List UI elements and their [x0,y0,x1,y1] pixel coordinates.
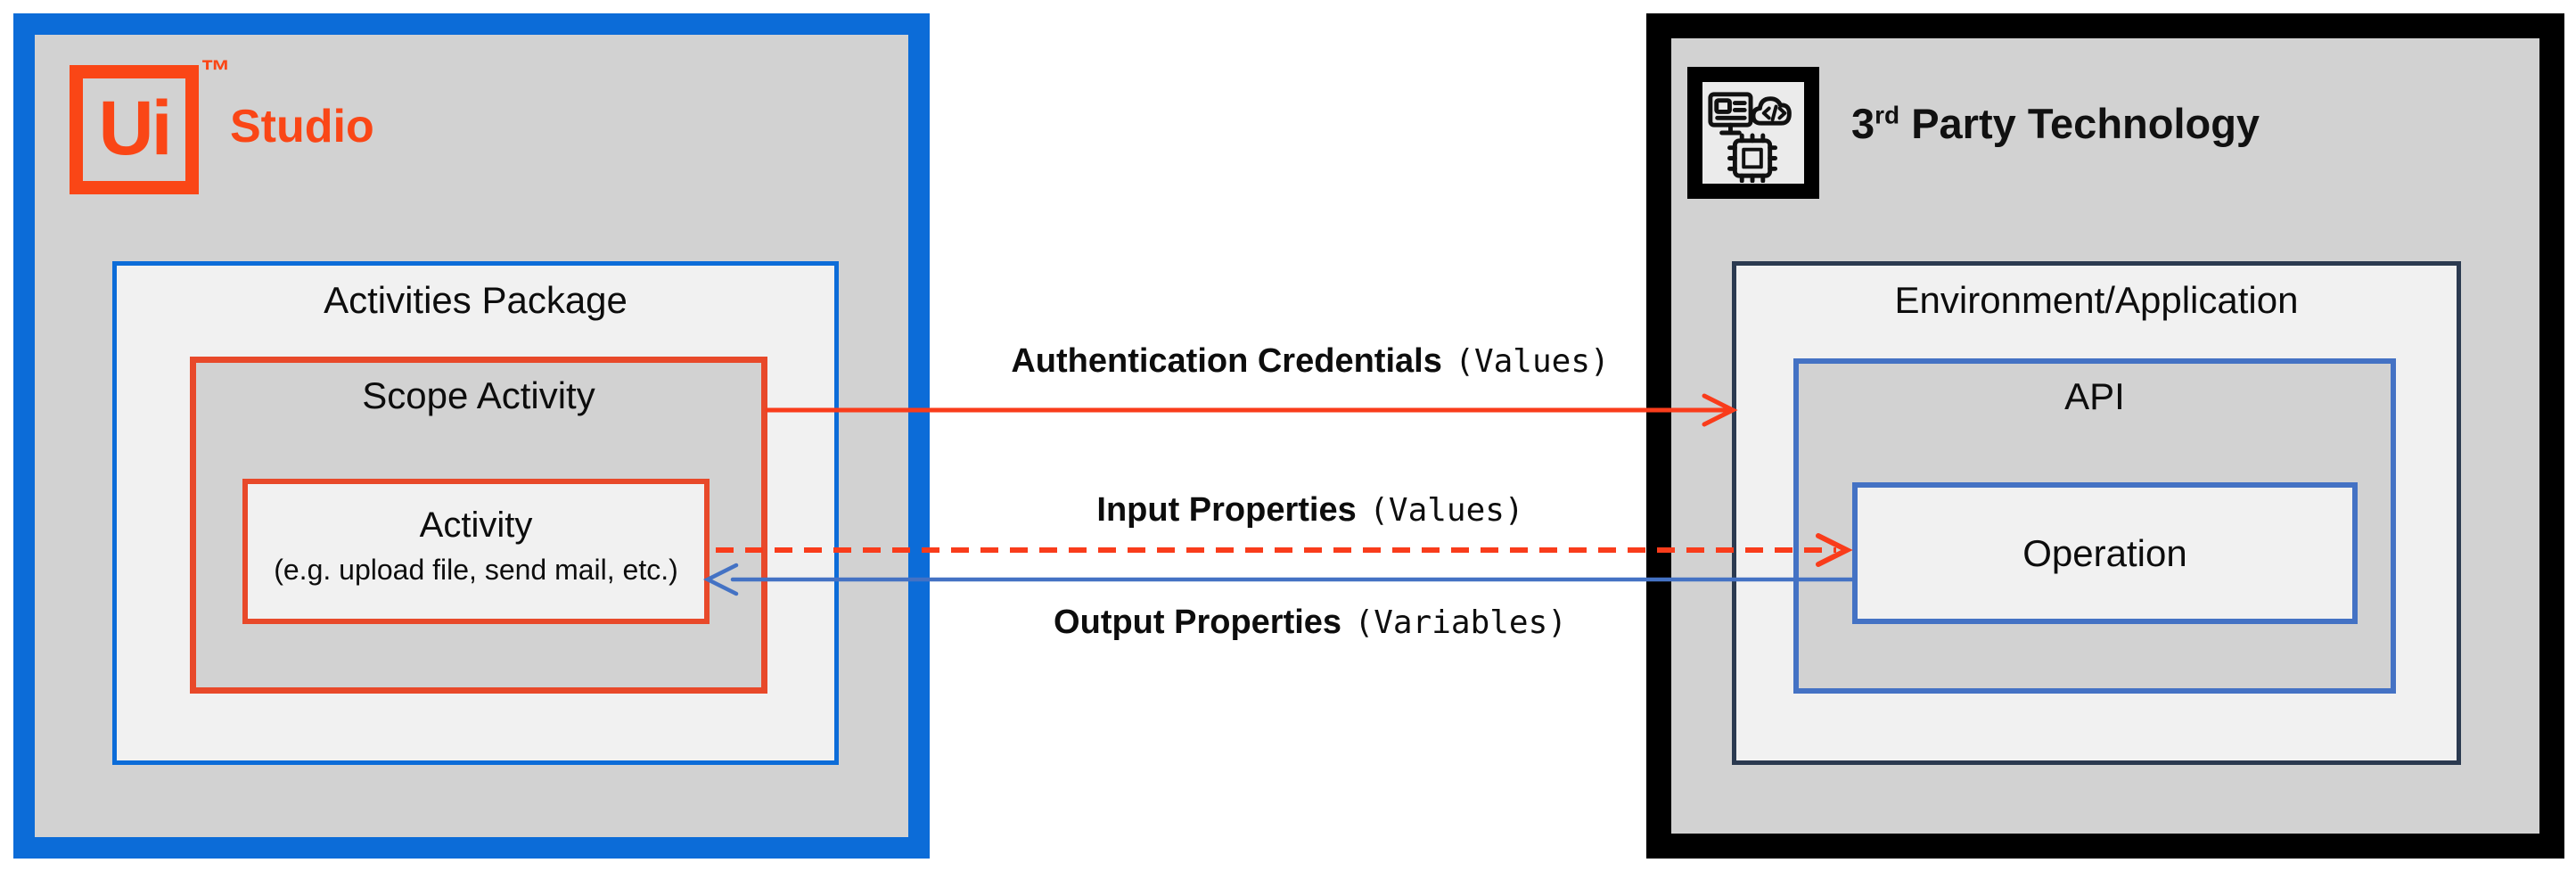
operation-title: Operation [2022,531,2187,574]
output-label-bold: Output Properties [1054,604,1342,641]
auth-label-bold: Authentication Credentials [1011,342,1442,380]
studio-container: Ui ™ Studio Activities Package Scope Act… [13,13,930,859]
studio-title: Studio [230,101,374,152]
output-label-mono: (Variables) [1354,604,1567,641]
third-party-title-base: 3 [1851,100,1875,147]
third-party-title-rest: Party Technology [1899,100,2260,147]
activities-package-title: Activities Package [324,279,628,321]
auth-label-mono: (Values) [1455,343,1610,380]
technology-icon-glyphs [1708,92,1792,183]
uipath-logo-icon: Ui [70,65,199,194]
api-title: API [2064,375,2125,417]
scope-activity-title: Scope Activity [362,374,595,416]
activity-subtitle: (e.g. upload file, send mail, etc.) [274,554,678,586]
operation-box: Operation [1852,482,2358,624]
monitor-icon [1708,92,1753,136]
uipath-logo-text: Ui [98,85,173,171]
activity-box: Activity (e.g. upload file, send mail, e… [242,479,710,624]
scope-activity-box: Scope Activity Activity (e.g. upload fil… [190,357,767,694]
activities-package-box: Activities Package Scope Activity Activi… [112,261,839,765]
activity-title: Activity [419,505,533,545]
technology-icon [1687,67,1819,199]
output-properties-label: Output Properties (Variables) [972,603,1649,644]
input-label-bold: Input Properties [1096,491,1357,529]
environment-application-box: Environment/Application API Operation [1732,261,2461,765]
api-box: API Operation [1793,358,2396,694]
input-properties-label: Input Properties (Values) [972,490,1649,531]
cloud-code-icon [1751,96,1792,126]
third-party-title: 3rd Party Technology [1851,101,2260,147]
authentication-credentials-label: Authentication Credentials (Values) [972,341,1649,382]
third-party-container: 3rd Party Technology Environment/Applica… [1646,13,2564,859]
environment-application-title: Environment/Application [1894,279,2299,321]
input-label-mono: (Values) [1369,492,1524,529]
trademark-symbol: ™ [201,54,231,88]
chip-icon [1727,133,1778,183]
third-party-title-sup: rd [1875,101,1900,129]
